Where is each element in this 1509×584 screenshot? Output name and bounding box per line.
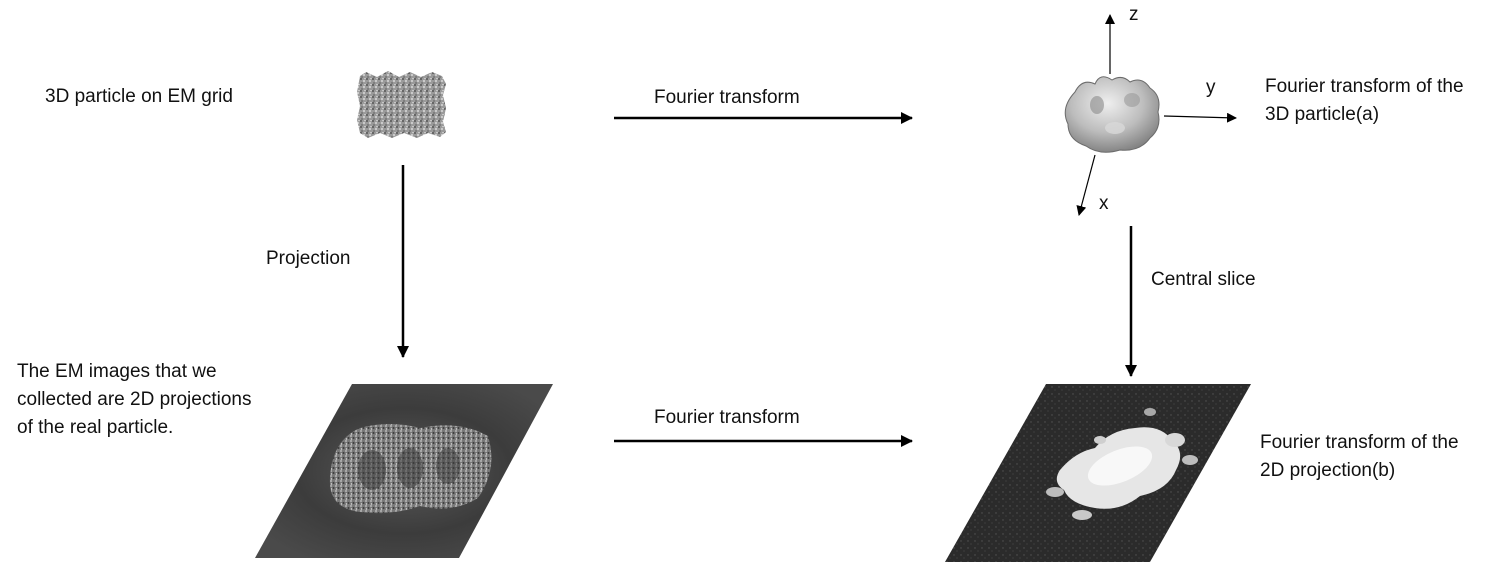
ft-3d-particle-image: [1064, 76, 1160, 153]
particle-3d-image: [357, 71, 446, 138]
axis-label-z: z: [1129, 4, 1139, 25]
label-fourier-transform-bottom: Fourier transform: [654, 407, 800, 428]
label-fourier-transform-top: Fourier transform: [654, 87, 800, 108]
label-ft-2d-line1: Fourier transform of the: [1260, 432, 1459, 453]
axis-label-y: y: [1206, 77, 1216, 98]
label-ft-3d-line1: Fourier transform of the: [1265, 76, 1464, 97]
label-ft-2d-line2: 2D projection(b): [1260, 460, 1396, 481]
axis-label-x: x: [1099, 193, 1109, 214]
label-em-images-line2: collected are 2D projections: [17, 389, 252, 410]
ft-2d-projection-image: [945, 384, 1251, 562]
label-em-images-line1: The EM images that we: [17, 361, 217, 382]
label-central-slice: Central slice: [1151, 269, 1256, 290]
label-ft-3d-line2: 3D particle(a): [1265, 104, 1380, 125]
axis-arrow-y: [1163, 112, 1237, 123]
axis-arrow-x: [1076, 154, 1096, 216]
label-projection: Projection: [266, 248, 351, 269]
em-projection-image: [255, 384, 553, 558]
label-em-images-line3: of the real particle.: [17, 417, 174, 438]
label-3d-particle: 3D particle on EM grid: [45, 86, 233, 107]
